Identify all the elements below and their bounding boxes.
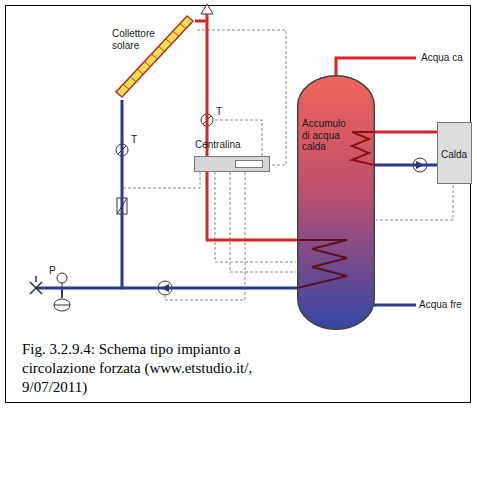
tap-handle (35, 276, 37, 282)
plant-label: Acqua ca (421, 52, 463, 63)
figure-caption: Fig. 3.2.9.4: Schema tipo impianto a cir… (22, 340, 267, 396)
tank-shape (297, 75, 375, 330)
absorber-tube (166, 39, 172, 44)
pipe-connector (375, 165, 437, 166)
pressure-gauge (57, 273, 67, 283)
pipe-line (122, 100, 297, 288)
control-wire (214, 120, 262, 156)
node-label: Accumulo di acqua calda (302, 118, 350, 153)
plant-label: T (131, 134, 137, 145)
boiler-coil (352, 132, 375, 165)
node-label: Calda (441, 149, 471, 161)
pipe-connector (122, 100, 297, 288)
absorber-tube (137, 69, 143, 74)
pipe-line (375, 164, 437, 167)
controller-box: Centralina (192, 138, 274, 178)
control-wire (230, 172, 296, 272)
pipe-connector (375, 132, 437, 133)
control-wire (376, 185, 453, 220)
absorber-tube (152, 54, 158, 59)
air-vent (201, 4, 213, 14)
absorber-tube (173, 31, 179, 36)
tap-valve (30, 282, 42, 294)
absorber-tube (180, 24, 186, 29)
plant-label: Acqua fre (419, 299, 462, 310)
node-label: Collettore solare (112, 28, 164, 51)
pipe-connector (195, 21, 297, 240)
control-wires (122, 30, 453, 300)
control-wire (122, 157, 200, 188)
pipe-line (195, 21, 297, 240)
hot-water-pipe (336, 58, 416, 77)
vessel-pipe (61, 288, 63, 298)
storage-tank: Accumulo di acqua calda (297, 75, 375, 330)
solar-coil (297, 240, 347, 288)
absorber-tube (130, 77, 136, 82)
solar-collector: Collettore solare (108, 14, 195, 100)
boiler-box: Calda (437, 122, 472, 184)
plant-label: P (49, 265, 56, 276)
controller-unit (194, 156, 270, 172)
plant-label: T (216, 106, 222, 117)
absorber-tube (144, 62, 150, 67)
absorber-tube (159, 46, 165, 51)
tank-body (298, 76, 375, 330)
controller-display (235, 160, 263, 168)
cold-water-pipe (374, 304, 416, 307)
node-label: Centralina (195, 139, 271, 151)
pipe-line (375, 131, 437, 134)
absorber-tube (123, 84, 129, 89)
vessel-membrane (54, 305, 70, 306)
control-wire (215, 172, 296, 262)
supply-pipe (36, 287, 122, 290)
expansion-vessel (54, 299, 70, 311)
control-wire (165, 172, 245, 300)
collector-panel (108, 14, 195, 100)
